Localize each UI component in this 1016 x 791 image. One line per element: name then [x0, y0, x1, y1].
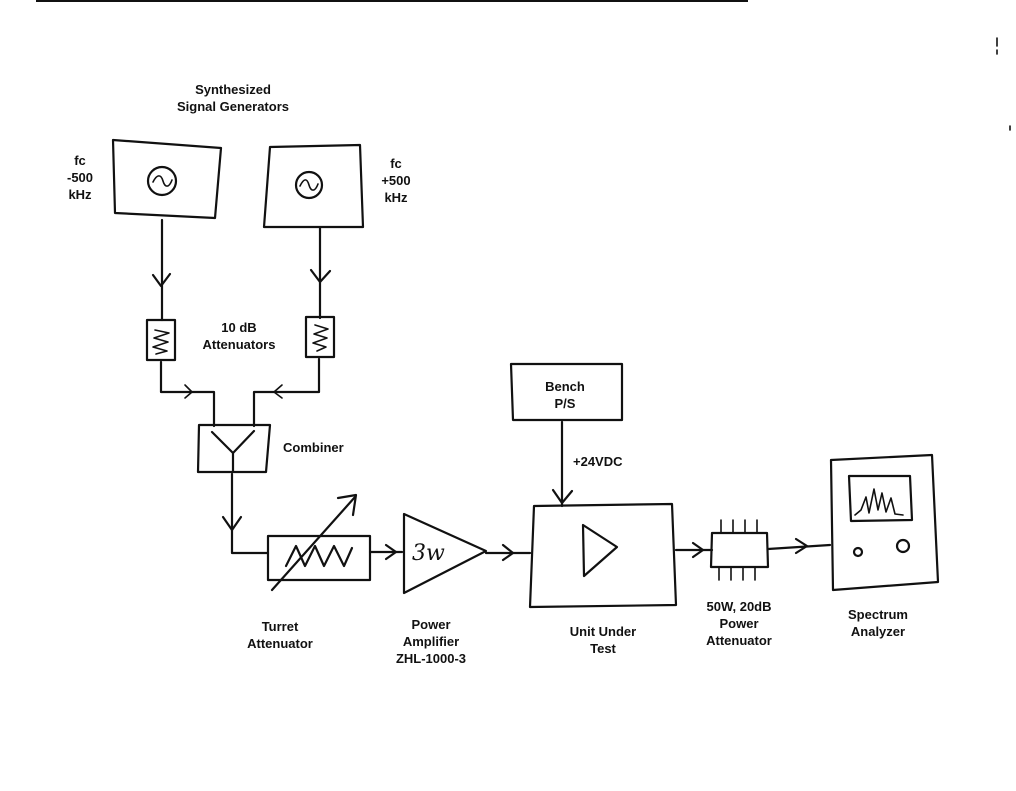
signal-generator-2 — [264, 145, 363, 227]
unit-under-test-label: Unit Under Test — [548, 623, 658, 657]
wire-combiner-to-turret — [223, 474, 268, 553]
combiner-label: Combiner — [283, 439, 383, 456]
wire-atten1-to-combiner — [161, 362, 214, 426]
bench-ps-label: Bench P/S — [523, 378, 607, 412]
wire-amp-to-uut — [486, 545, 530, 560]
wire-ps-to-uut — [553, 422, 572, 506]
combiner-block — [198, 425, 270, 472]
edge-mark — [997, 38, 1010, 130]
spectrum-analyzer-label: Spectrum Analyzer — [826, 606, 930, 640]
turret-attenuator-block — [268, 495, 370, 590]
gen2-frequency-label: fc +500 kHz — [366, 155, 426, 206]
power-attenuator-block — [711, 520, 768, 580]
power-amplifier-label: Power Amplifier ZHL-1000-3 — [376, 616, 486, 667]
amp-rating-text: 3w — [412, 541, 445, 566]
turret-attenuator-label: Turret Attenuator — [225, 618, 335, 652]
unit-under-test-block — [530, 504, 676, 607]
gen1-frequency-label: fc -500 kHz — [50, 152, 110, 203]
wire-gen2-to-atten2 — [311, 228, 330, 318]
attenuators-label: 10 dB Attenuators — [189, 319, 289, 353]
wire-atten2-to-combiner — [254, 359, 319, 426]
power-attenuator-label: 50W, 20dB Power Attenuator — [688, 598, 790, 649]
wire-atten-to-analyzer — [768, 539, 830, 553]
spectrum-analyzer-block — [831, 455, 938, 590]
wire-gen1-to-atten1 — [153, 220, 170, 320]
wire-uut-to-power-atten — [676, 543, 712, 557]
attenuator-10db-2 — [306, 317, 334, 357]
signal-generators-title: Synthesized Signal Generators — [158, 81, 308, 115]
power-amplifier-block: 3w — [404, 514, 486, 593]
supply-voltage-label: +24VDC — [573, 453, 653, 470]
wire-turret-to-amp — [370, 545, 402, 559]
attenuator-10db-1 — [147, 320, 175, 360]
signal-generator-1 — [113, 140, 221, 218]
